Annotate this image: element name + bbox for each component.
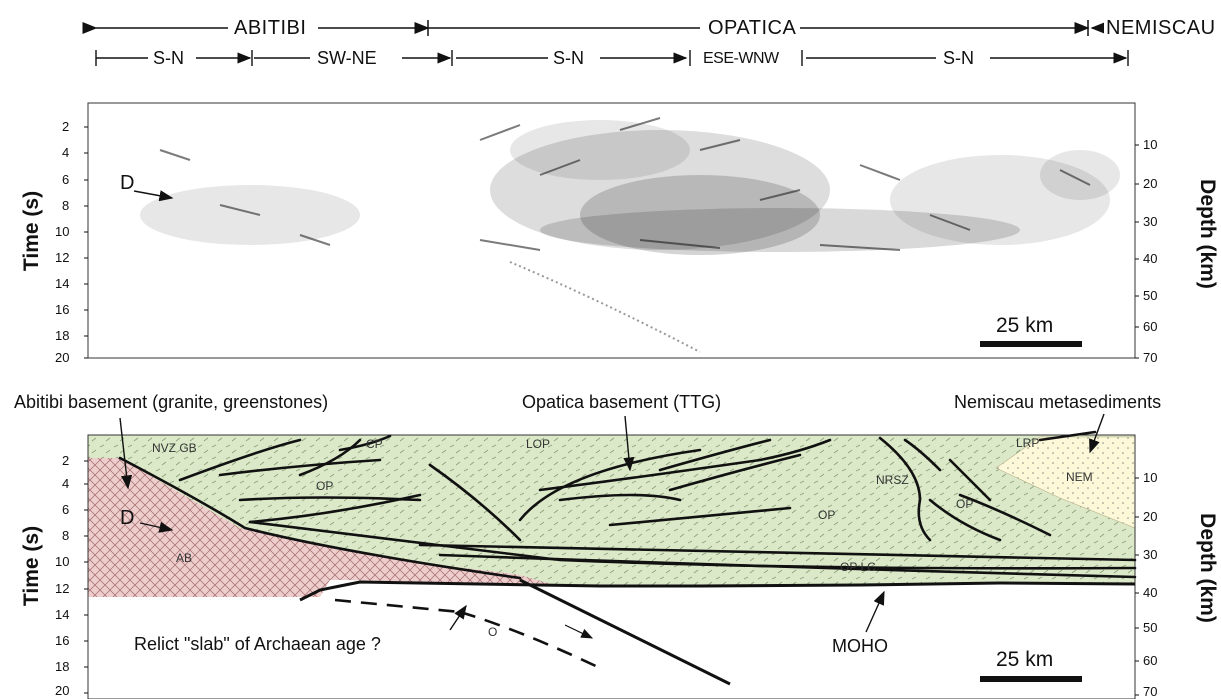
seismic-depth-tick: 50: [1143, 288, 1158, 303]
interp-depth-axis-label: Depth (km): [1196, 513, 1219, 623]
annotation-abitibi-basement: Abitibi basement (granite, greenstones): [14, 392, 329, 412]
seismic-streaks: [159, 117, 1091, 251]
interp-time-tick: 16: [55, 633, 70, 648]
segment-s-n-1: S-N: [150, 48, 187, 68]
region-nemiscau: NEMISCAU: [1104, 17, 1218, 39]
seismic-time-tick: 14: [55, 276, 70, 291]
seismic-scale-bar: [980, 341, 1082, 347]
interp-time-axis-label: Time (s): [20, 525, 43, 607]
unit-op-central: OP: [818, 508, 836, 522]
interp-marker-d: D: [120, 507, 135, 529]
seismic-depth-tick: 30: [1143, 214, 1158, 229]
segment-sw-ne: SW-NE: [314, 48, 380, 68]
seismic-time-tick: 2: [62, 119, 70, 134]
seismic-time-tick: 8: [62, 198, 70, 213]
seismic-time-tick: 16: [55, 302, 70, 317]
unit-op-lc: OP LC: [840, 560, 876, 574]
seismic-depth-tick: 20: [1143, 176, 1158, 191]
seismic-time-tick: 6: [62, 172, 70, 187]
segment-s-n-3: S-N: [940, 48, 977, 68]
interp-depth-tick: 40: [1143, 585, 1158, 600]
seismic-depth-tick: 70: [1143, 350, 1158, 365]
interp-time-tick: 6: [62, 502, 70, 517]
annotation-moho: MOHO: [832, 636, 888, 656]
interp-depth-tick: 10: [1143, 470, 1158, 485]
seismic-dipping-reflector: [509, 261, 701, 353]
interp-depth-tick: 50: [1143, 620, 1158, 635]
annotation-relict-slab: Relict "slab" of Archaean age ?: [134, 634, 381, 654]
seismic-depth-tick: 10: [1143, 137, 1158, 152]
seismic-time-tick: 20: [55, 350, 70, 365]
interp-time-tick: 20: [55, 683, 70, 698]
fault-lines: [118, 430, 1137, 580]
seismic-time-tick: 12: [55, 250, 70, 265]
header-region-arrows: [82, 20, 1106, 36]
interp-time-tick: 14: [55, 607, 70, 622]
segment-ese-wnw: ESE-WNW: [700, 49, 782, 69]
seismic-depth-tick: 60: [1143, 319, 1158, 334]
interp-time-tick: 4: [62, 476, 70, 491]
lower-crust-white: [88, 580, 1135, 699]
interp-depth-tick: 60: [1143, 653, 1158, 668]
region-abitibi: ABITIBI: [230, 17, 311, 39]
annotation-nemiscau-metasediments: Nemiscau metasediments: [954, 392, 1162, 412]
seismic-panel-frame: [87, 102, 1136, 359]
interp-d-arrow: [139, 521, 174, 533]
unit-o: O: [488, 625, 498, 639]
seismic-depth-tick: 40: [1143, 251, 1158, 266]
slab-line: [519, 578, 731, 686]
seismic-time-tick: 10: [55, 224, 70, 239]
interp-time-tick: 2: [62, 453, 70, 468]
interp-time-tick: 18: [55, 659, 70, 674]
unit-lrp: LRP: [1016, 436, 1040, 450]
seismic-scale-label: 25 km: [996, 314, 1054, 337]
slab-arrow: [564, 624, 594, 639]
interp-time-tick: 10: [55, 554, 70, 569]
interp-depth-tick: 20: [1143, 509, 1158, 524]
annotation-opatica-basement: Opatica basement (TTG): [522, 392, 722, 412]
unit-lop: LOP: [526, 437, 551, 451]
interp-time-tick: 12: [55, 581, 70, 596]
interp-depth-tick: 70: [1143, 684, 1158, 699]
interp-axis-ticks: [84, 460, 1139, 696]
region-opatica: OPATICA: [704, 17, 801, 39]
interp-time-tick: 8: [62, 528, 70, 543]
unit-nrsz: NRSZ: [876, 473, 909, 487]
unit-nem: NEM: [1066, 470, 1093, 484]
interp-scale-label: 25 km: [996, 648, 1054, 671]
slab-dashed: [334, 598, 601, 670]
interp-scale-bar: [980, 676, 1082, 682]
segment-s-n-2: S-N: [550, 48, 587, 68]
moho-line: [299, 580, 1136, 602]
header-segment-arrows: [95, 50, 1129, 66]
seismic-time-axis-label: Time (s): [20, 190, 43, 272]
annotation-arrows: [119, 413, 1105, 633]
seismic-d-arrow: [133, 190, 174, 202]
unit-ab: AB: [176, 551, 193, 565]
seismic-time-tick: 18: [55, 328, 70, 343]
seismic-reflections: [140, 120, 1120, 255]
interp-depth-tick: 30: [1143, 547, 1158, 562]
unit-nvz-gb: NVZ GB: [152, 441, 197, 455]
unit-op-east: OP: [956, 497, 974, 511]
seismic-time-tick: 4: [62, 145, 70, 160]
unit-cp: CP: [366, 437, 383, 451]
seismic-depth-axis-label: Depth (km): [1196, 179, 1219, 289]
unit-op-west: OP: [316, 479, 334, 493]
seismic-axis-ticks: [84, 126, 1139, 359]
seismic-marker-d: D: [120, 172, 135, 194]
